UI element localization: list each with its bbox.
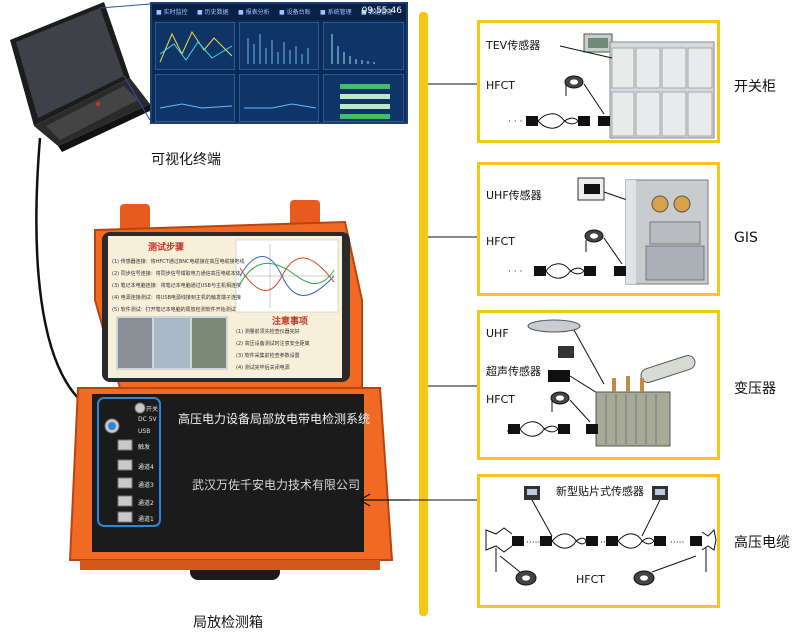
dashboard-clock: 09:55:46 [361, 6, 402, 16]
hfct-label: HFCT [576, 573, 605, 586]
port-label: 触发 [138, 444, 151, 451]
port-label: 通道2 [138, 500, 154, 507]
case-company: 武汉万佐千安电力技术有限公司 [192, 478, 361, 492]
svg-text:· · ·: · · · [508, 117, 522, 127]
port-label: USB [138, 428, 151, 435]
screen-step: (4) 电源连接测试：将USB电源线接到主机的触发端子连接 [112, 295, 241, 301]
screen-notice: (3) 软件采集前检查参数设置 [236, 353, 300, 359]
hfct-label: HFCT [486, 235, 515, 248]
dashboard-tab: ■ 报表分析 [238, 9, 270, 16]
dashboard-tab: ■ 历史数据 [197, 9, 229, 16]
hv-cable-label: 高压电缆 [734, 535, 790, 551]
port-label: 开关 [146, 406, 159, 413]
dashboard-graphics [159, 30, 390, 119]
screen-heading: 测试步骤 [148, 243, 185, 253]
screen-notice: (1) 测量前须先检查仪器完好 [236, 329, 300, 335]
ultrasonic-sensor-label: 超声传感器 [486, 365, 541, 378]
port-label: DC 5V [138, 416, 157, 423]
port-label: 通道4 [138, 464, 154, 471]
port-label: 通道1 [138, 516, 154, 523]
uhf-label: UHF [486, 327, 509, 340]
dashboard-tile [239, 22, 319, 70]
screen-notice: (4) 测试完毕后关闭电源 [236, 365, 290, 371]
screen-notice: (2) 高压设备测试时注意安全距离 [236, 341, 310, 347]
dashboard-tile [323, 22, 404, 70]
svg-text:·····: ····· [526, 538, 540, 548]
svg-text:·····: ····· [670, 538, 684, 548]
patch-sensor-label: 新型贴片式传感器 [556, 485, 644, 498]
screen-step: (3) 笔记本电脑连接：将笔记本电脑通过USB与主机相连接 [112, 283, 241, 289]
dashboard-tab: ■ 系统管理 [320, 9, 352, 16]
switchgear-label: 开关柜 [734, 79, 776, 95]
signal-bus-bar [419, 12, 428, 616]
svg-text:· · ·: · · · [508, 267, 522, 277]
port-label: 通道3 [138, 482, 154, 489]
hfct-label: HFCT [486, 393, 515, 406]
dashboard-tile [239, 74, 319, 122]
gis-label: GIS [734, 230, 758, 246]
screen-step: (5) 软件测试：打开笔记本电脑的局放检测软件开始测试 [112, 307, 236, 313]
notice-heading: 注意事项 [272, 317, 309, 327]
transformer-label: 变压器 [734, 381, 776, 397]
dashboard-tile [155, 74, 235, 122]
detector-label: 局放检测箱 [193, 615, 263, 631]
case-title: 高压电力设备局部放电带电检测系统 [178, 412, 371, 426]
screen-step: (2) 同步信号连接：将同步信号钳取电力通信高压电缆本体 [112, 271, 241, 277]
dashboard-tab: ■ 设备台账 [279, 9, 311, 16]
dashboard-screenshot: ■ 实时监控 ■ 历史数据 ■ 报表分析 ■ 设备台账 ■ 系统管理 ■ 数据管… [150, 2, 408, 124]
tev-sensor-label: TEV传感器 [486, 39, 541, 52]
hfct-label: HFCT [486, 79, 515, 92]
dashboard-tab: ■ 数据管理 [361, 9, 393, 16]
dashboard-tab: ■ 实时监控 [156, 9, 188, 16]
dashboard-top-bar: ■ 实时监控 ■ 历史数据 ■ 报表分析 ■ 设备台账 ■ 系统管理 ■ 数据管… [152, 4, 406, 20]
uhf-sensor-label: UHF传感器 [486, 189, 542, 202]
laptop-label: 可视化终端 [151, 152, 221, 168]
screen-step: (1) 传感器连接：将HFCT通过BNC电缆接在高压电缆接地线 [112, 259, 245, 265]
